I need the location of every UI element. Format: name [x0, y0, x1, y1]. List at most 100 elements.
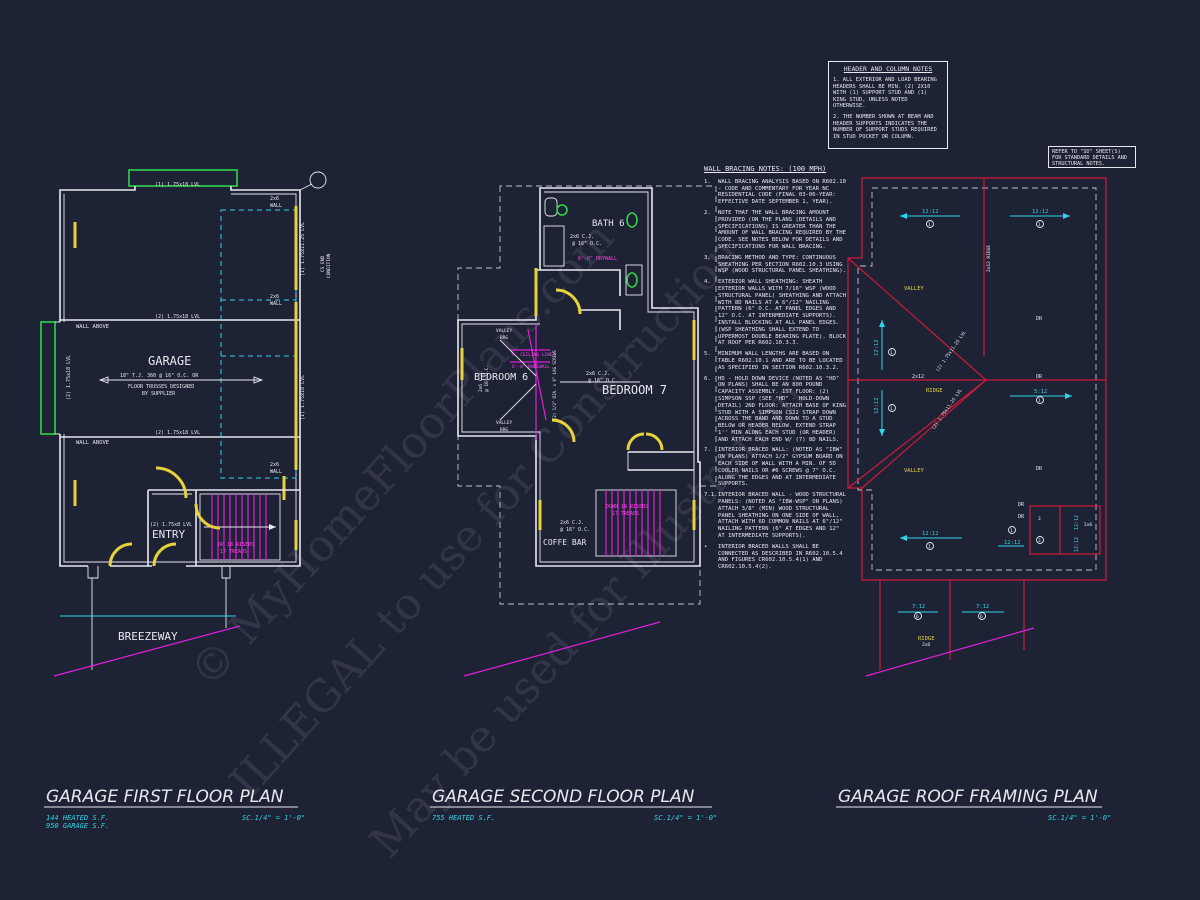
- circle-7: 1: [1010, 528, 1013, 534]
- dr-5: DR: [1018, 514, 1025, 520]
- room-bedroom6-label: BEDROOM 6: [474, 372, 528, 383]
- circle-10: 3: [1038, 516, 1041, 522]
- first-floor-garage-sf: 950 GARAGE S.F.: [46, 822, 109, 830]
- bed7-ceiling-label: 2x6 C.J.: [586, 371, 610, 377]
- roof-title: GARAGE ROOF FRAMING PLAN: [838, 787, 1098, 807]
- wall-2x6-a2: WALL: [270, 203, 282, 209]
- valley-lower: [861, 379, 987, 489]
- pitch-arrowhead: [1065, 393, 1072, 399]
- note-number: 3.: [704, 254, 711, 261]
- entry-walls: [147, 489, 300, 566]
- circle-5: 1: [1038, 398, 1041, 404]
- pitch-arrowhead: [1063, 213, 1070, 219]
- bumpout-top: [128, 169, 238, 187]
- note-number: 7.: [704, 447, 711, 454]
- room-entry-label: ENTRY: [152, 528, 185, 541]
- note-text: MINIMUM WALL LENGTHS ARE BASED ON TABLE …: [718, 351, 843, 371]
- note-text: WALL BRACING ANALYSIS BASED ON R602.10 -…: [718, 178, 846, 206]
- pitch-arrowhead: [900, 213, 907, 219]
- dormer-box: [1029, 505, 1101, 555]
- beam-right-mid-label: (1) 1.75x18 LVL: [300, 375, 306, 420]
- ridge-label: RIDGE: [926, 388, 943, 394]
- roof-scale: SC.1/4" = 1'-0": [1048, 814, 1111, 822]
- vanity: [625, 264, 643, 296]
- ceiling-line-label: 9' CEILING LINE: [512, 352, 553, 358]
- pitch-f: 5:12: [1034, 389, 1047, 395]
- cs-end-label-2: CONDITION: [326, 253, 332, 278]
- pitch-circle: [1036, 536, 1044, 544]
- note-text: INTERIOR BRACED WALLS SHALL BE CONNECTED…: [718, 543, 843, 571]
- dr-2: DR: [1036, 374, 1043, 380]
- sink: [626, 212, 638, 228]
- stair-label-2: 17 TREADS: [220, 549, 247, 555]
- wall-2x6-c2: WALL: [270, 469, 282, 475]
- wall-below-dashed: [857, 187, 1097, 571]
- pitch-circle: [914, 612, 922, 620]
- note-item: 6.HD - HOLD DOWN DEVICE (NOTED AS "HD" O…: [704, 376, 954, 444]
- pitch-h: 12:12: [1074, 515, 1080, 530]
- header-column-note-2: 2. THE NUMBER SHOWN AT BEAM AND HEADER S…: [833, 114, 937, 140]
- toilet: [544, 197, 558, 217]
- ridge-3-label: RIDGE: [918, 636, 935, 642]
- truss-note-2: FLOOR TRUSSES DESIGNED: [128, 384, 194, 390]
- bath-ceiling-label-2: @ 16" O.C.: [572, 241, 602, 247]
- wall-above-label-1: WALL ABOVE: [76, 324, 109, 330]
- note-item: • INTERIOR BRACED WALLS SHALL BE CONNECTE…: [704, 544, 954, 571]
- refer-note-box: REFER TO "SD" SHEET(S) FOR STANDARD DETA…: [1048, 146, 1136, 168]
- door-swing: [551, 418, 576, 443]
- pitch-d: 12:12: [874, 397, 880, 414]
- note-number: 4.: [704, 279, 711, 286]
- wall-2x6-b: 2x6: [270, 294, 279, 300]
- floor-below-outline: [457, 185, 717, 605]
- header-column-notes: HEADER AND COLUMN NOTES 1. ALL EXTERIOR …: [828, 61, 948, 149]
- truss-note: 18" T.J. 360 @ 16" O.C. OR: [120, 373, 199, 379]
- first-floor-scale: SC.1/4" = 1'-0": [242, 814, 305, 822]
- valley-line: [527, 329, 547, 421]
- coffee-ceiling-label-2: @ 16" O.C.: [560, 527, 590, 533]
- note-text: BRACING METHOD AND TYPE: CONTINUOUS SHEA…: [718, 254, 846, 275]
- pitch-k: 7:12: [976, 604, 989, 610]
- pitch-circle: [926, 542, 934, 550]
- beam-mid-label: (2) 1.75x18 LVL: [155, 314, 200, 320]
- cs-end-label: CS END: [320, 255, 326, 272]
- toilet-bowl: [556, 204, 568, 216]
- second-floor-scale: SC.1/4" = 1'-0": [654, 814, 717, 822]
- note-number: •: [704, 543, 708, 550]
- valley-1-label: VALLEY: [904, 286, 925, 292]
- room-bedroom7-label: BEDROOM 7: [602, 383, 667, 397]
- refer-note-text: REFER TO "SD" SHEET(S) FOR STANDARD DETA…: [1052, 149, 1127, 168]
- bath-ceiling-label: 2x6 C.J.: [570, 234, 594, 240]
- beam-top-label: (1) 1.75x18 LVL: [155, 182, 200, 188]
- truss-span-arrows: [98, 376, 264, 384]
- bed7-ceiling-label-2: @ 16" O.C.: [588, 378, 618, 384]
- door-swing: [108, 542, 133, 567]
- column-symbol: [309, 171, 327, 189]
- note-number: 6.: [704, 375, 711, 382]
- valley-2b-label: BRG: [500, 427, 508, 433]
- lag-screw-label: (2) 1/2" DIA. x 6" LAG SCREWS: [552, 350, 557, 420]
- leader-line: [299, 183, 313, 191]
- wall-2x6-a: 2x6: [270, 196, 279, 202]
- note-item: 5.MINIMUM WALL LENGTHS ARE BASED ON TABL…: [704, 351, 954, 371]
- valley-brg-2: [499, 383, 537, 421]
- valley-brg-1: [499, 339, 537, 377]
- truss-note-3: BY SUPPLIER: [142, 391, 176, 397]
- coffee-ceiling-label: 2x6 C.J.: [560, 520, 584, 526]
- beam-entry-label: (2) 1.75x8 LVL: [150, 522, 192, 528]
- beam-low-label: (2) 1.75x18 LVL: [155, 430, 200, 436]
- valley-1b-label: BRG: [500, 335, 508, 341]
- pitch-arrows: [879, 213, 1072, 613]
- pitch-i: 12:12: [1074, 537, 1080, 552]
- door-swing: [194, 503, 221, 530]
- wall-2x6-b2: WALL: [270, 301, 282, 307]
- ridge-3-size: 2x8: [922, 642, 930, 648]
- tub: [543, 225, 565, 267]
- wall-above-label-2: WALL ABOVE: [76, 440, 109, 446]
- dr-1: DR: [1036, 316, 1043, 322]
- bumpout-left: [40, 321, 56, 435]
- dr-3: DR: [1036, 466, 1043, 472]
- note-item: 4.EXTERIOR WALL SHEATHING: SHEATH EXTERI…: [704, 279, 954, 347]
- door-jambs: [55, 321, 60, 435]
